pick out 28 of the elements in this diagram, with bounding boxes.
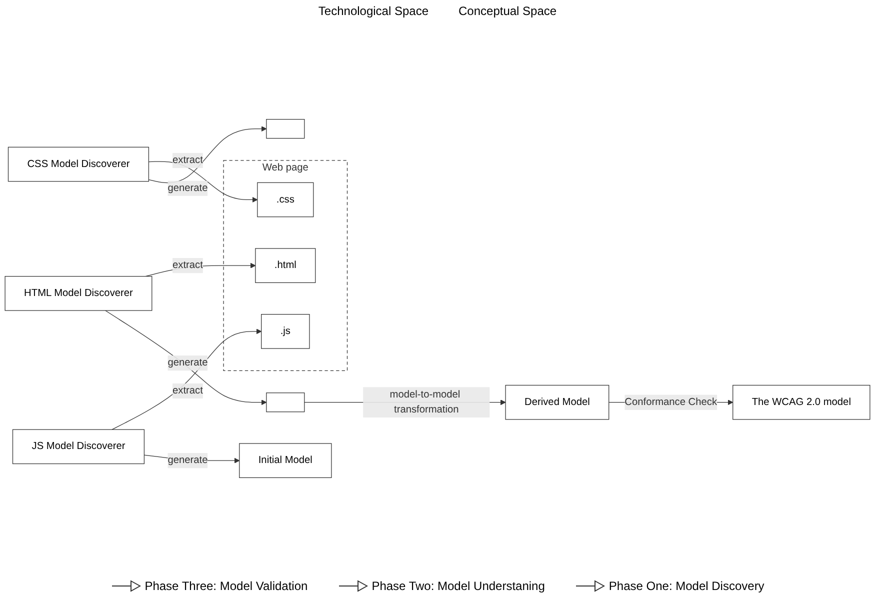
edge-label: model-to-model transformation xyxy=(390,389,460,416)
arrow xyxy=(104,310,267,406)
edge-label: generate xyxy=(168,454,208,466)
node-box: HTML Model Discoverer xyxy=(4,276,152,311)
phase-label: Phase Three: Model Validation xyxy=(144,579,308,593)
edge-label: generate xyxy=(168,182,208,194)
node-box: .html xyxy=(255,248,316,283)
edge-label: extract xyxy=(172,385,203,396)
edge-label: Conformance Check xyxy=(624,396,718,408)
space-label: Technological Space xyxy=(318,4,428,18)
node-box: .js xyxy=(261,314,310,349)
node-box: The WCAG 2.0 model xyxy=(732,384,870,420)
arrow xyxy=(112,328,262,430)
arrow xyxy=(148,126,267,184)
arrow xyxy=(148,161,258,202)
node-box: JS Model Discoverer xyxy=(12,429,145,464)
space-label: Conceptual Space xyxy=(458,4,557,18)
node-box: .css xyxy=(257,182,314,218)
node-box xyxy=(266,392,305,412)
edge-label: generate xyxy=(168,357,208,368)
phase-label: Phase One: Model Discovery xyxy=(608,579,764,593)
node-box: Initial Model xyxy=(239,443,332,478)
node-box: CSS Model Discoverer xyxy=(8,146,150,182)
node-box: Derived Model xyxy=(505,384,610,420)
phase-label: Phase Two: Model Understaning xyxy=(372,579,545,593)
edge-label: extract xyxy=(172,154,203,166)
node-box xyxy=(266,119,305,139)
edge-label: extract xyxy=(172,260,203,271)
